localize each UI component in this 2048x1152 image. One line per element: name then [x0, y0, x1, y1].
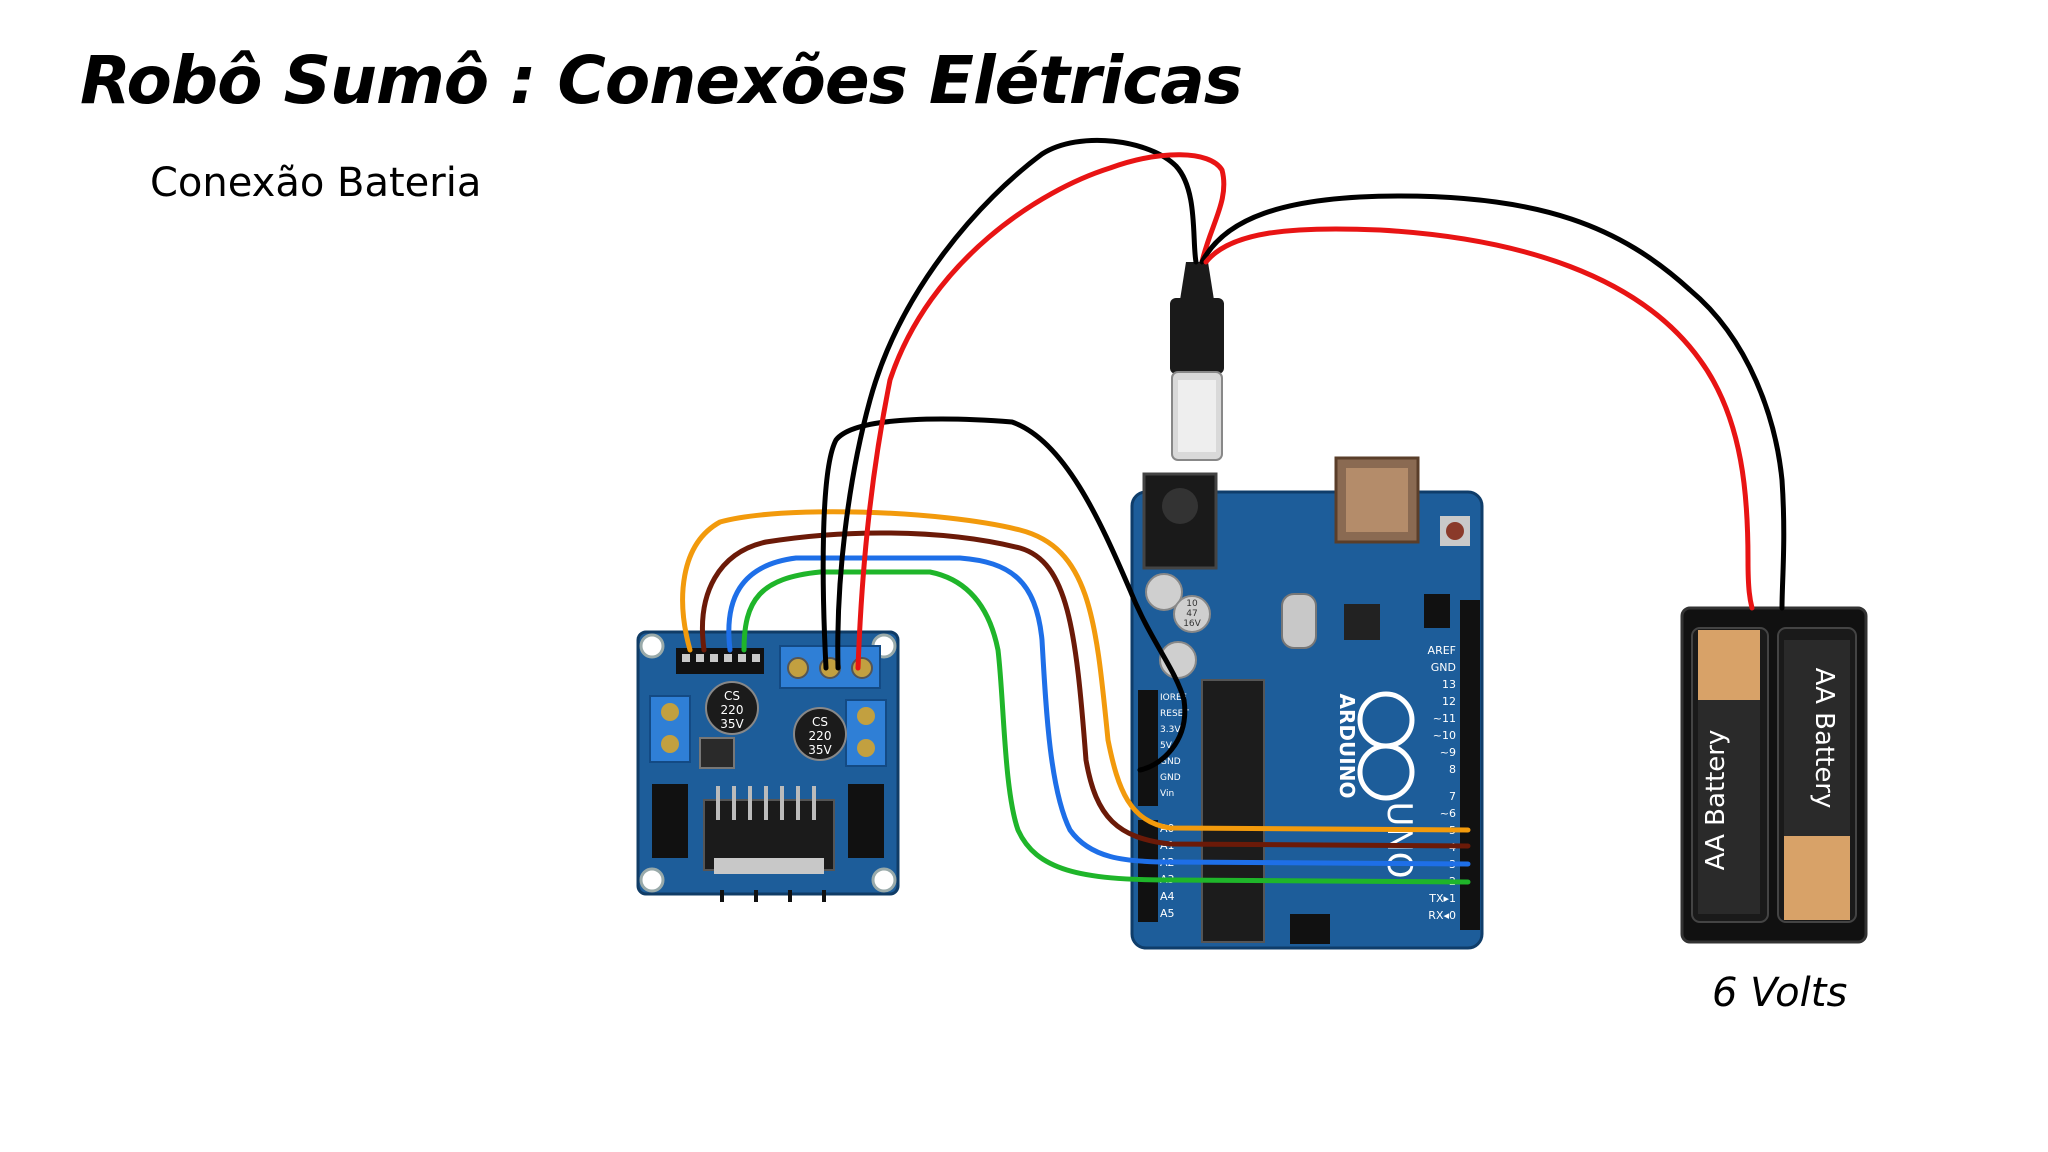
driver-output-headers	[652, 784, 884, 858]
svg-text:220: 220	[721, 703, 744, 717]
svg-text:TX▸1: TX▸1	[1428, 892, 1456, 905]
svg-text:~10: ~10	[1433, 729, 1456, 742]
svg-text:CS: CS	[724, 689, 740, 703]
svg-text:UNO: UNO	[1379, 801, 1419, 878]
svg-text:3.3V: 3.3V	[1160, 725, 1181, 735]
svg-text:~9: ~9	[1440, 746, 1456, 759]
svg-text:~6: ~6	[1440, 807, 1456, 820]
svg-text:A4: A4	[1160, 890, 1175, 903]
wire-orange	[680, 509, 1471, 833]
wire-black-to-plug	[835, 137, 1199, 671]
svg-text:AA Battery: AA Battery	[1701, 730, 1731, 871]
svg-text:35V: 35V	[720, 717, 744, 731]
wire-blue	[726, 555, 1471, 867]
svg-text:8: 8	[1449, 763, 1456, 776]
icsp-header	[1424, 594, 1450, 628]
wire-black-ground-to-arduino	[820, 416, 1188, 773]
driver-capacitor-1: CS 220 35V	[705, 681, 759, 735]
svg-text:47: 47	[1186, 609, 1197, 619]
battery-holder: AA Battery AA Battery	[1680, 606, 1868, 944]
analog-header	[1138, 820, 1158, 922]
wire-brown	[700, 530, 1471, 849]
svg-text:GND: GND	[1160, 757, 1181, 767]
aa-battery-left: AA Battery	[1691, 627, 1769, 923]
svg-text:IOREF: IOREF	[1160, 693, 1187, 703]
svg-text:AA Battery: AA Battery	[1809, 668, 1839, 809]
driver-motor-terminal-right	[845, 699, 887, 767]
driver-capacitor-2: CS 220 35V	[793, 707, 847, 761]
arduino-capacitors: 10 47 16V	[1145, 573, 1211, 679]
driver-power-terminal	[779, 645, 881, 689]
battery-voltage-label: 6 Volts	[1712, 970, 1848, 1016]
driver-motor-terminal-left	[649, 695, 691, 763]
svg-text:7: 7	[1449, 790, 1456, 803]
dc-barrel-plug	[1170, 262, 1224, 461]
wire-green	[741, 569, 1471, 885]
svg-text:10: 10	[1186, 599, 1198, 609]
driver-chip-heatsink	[703, 786, 835, 902]
svg-text:35V: 35V	[808, 743, 832, 757]
svg-text:12: 12	[1442, 695, 1456, 708]
svg-text:16V: 16V	[1183, 619, 1201, 629]
motor-driver-board: CS 220 35V CS 220 35V	[636, 630, 900, 902]
wire-red-to-plug	[855, 152, 1227, 671]
power-header	[1138, 690, 1158, 806]
power-wires	[820, 137, 1787, 773]
svg-text:220: 220	[809, 729, 832, 743]
svg-text:RESET: RESET	[1160, 709, 1189, 719]
signal-wires	[680, 509, 1471, 885]
usb-chip	[1344, 604, 1380, 640]
svg-text:GND: GND	[1160, 773, 1181, 783]
svg-text:5V: 5V	[1160, 741, 1173, 751]
svg-text:AREF: AREF	[1428, 644, 1456, 657]
microcontroller-chip	[1201, 679, 1265, 943]
svg-text:A5: A5	[1160, 907, 1175, 920]
svg-text:RX◂0: RX◂0	[1428, 909, 1456, 922]
driver-regulator	[699, 737, 735, 769]
bottom-icsp-header	[1290, 914, 1330, 944]
svg-text:ARDUINO: ARDUINO	[1335, 694, 1359, 799]
wire-black-battery	[1199, 193, 1787, 611]
svg-text:Vin: Vin	[1160, 789, 1174, 799]
svg-text:CS: CS	[812, 715, 828, 729]
svg-text:GND: GND	[1431, 661, 1456, 674]
wire-red-battery	[1203, 226, 1755, 611]
aa-battery-right: AA Battery	[1777, 627, 1857, 923]
power-pin-labels: IOREF RESET 3.3V 5V GND GND Vin	[1160, 693, 1189, 799]
crystal	[1281, 593, 1317, 649]
svg-text:~11: ~11	[1433, 712, 1456, 725]
diagram-subtitle: Conexão Bateria	[150, 160, 482, 206]
svg-text:13: 13	[1442, 678, 1456, 691]
arduino-uno-board: 10 47 16V IOREF RESET 3.3V 5V GND GND Vi…	[1130, 456, 1484, 950]
diagram-title: Robô Sumô : Conexões Elétricas	[80, 42, 1243, 119]
